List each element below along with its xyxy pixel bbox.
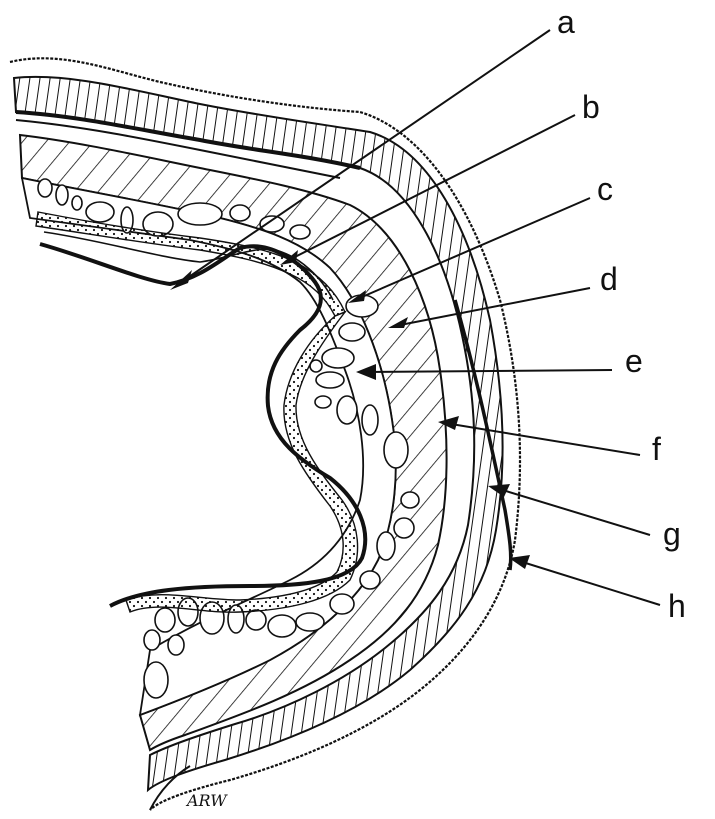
label-a: a bbox=[557, 4, 575, 40]
arrowhead-a bbox=[170, 270, 192, 290]
label-h: h bbox=[668, 588, 686, 624]
artist-signature: ARW bbox=[185, 791, 228, 810]
label-b: b bbox=[582, 89, 600, 125]
leader-line-g bbox=[496, 488, 650, 535]
label-d: d bbox=[600, 261, 618, 297]
label-f: f bbox=[652, 431, 661, 467]
leader-line-h bbox=[516, 560, 660, 605]
label-c: c bbox=[597, 171, 613, 207]
label-g: g bbox=[663, 516, 681, 552]
label-e: e bbox=[625, 343, 643, 379]
